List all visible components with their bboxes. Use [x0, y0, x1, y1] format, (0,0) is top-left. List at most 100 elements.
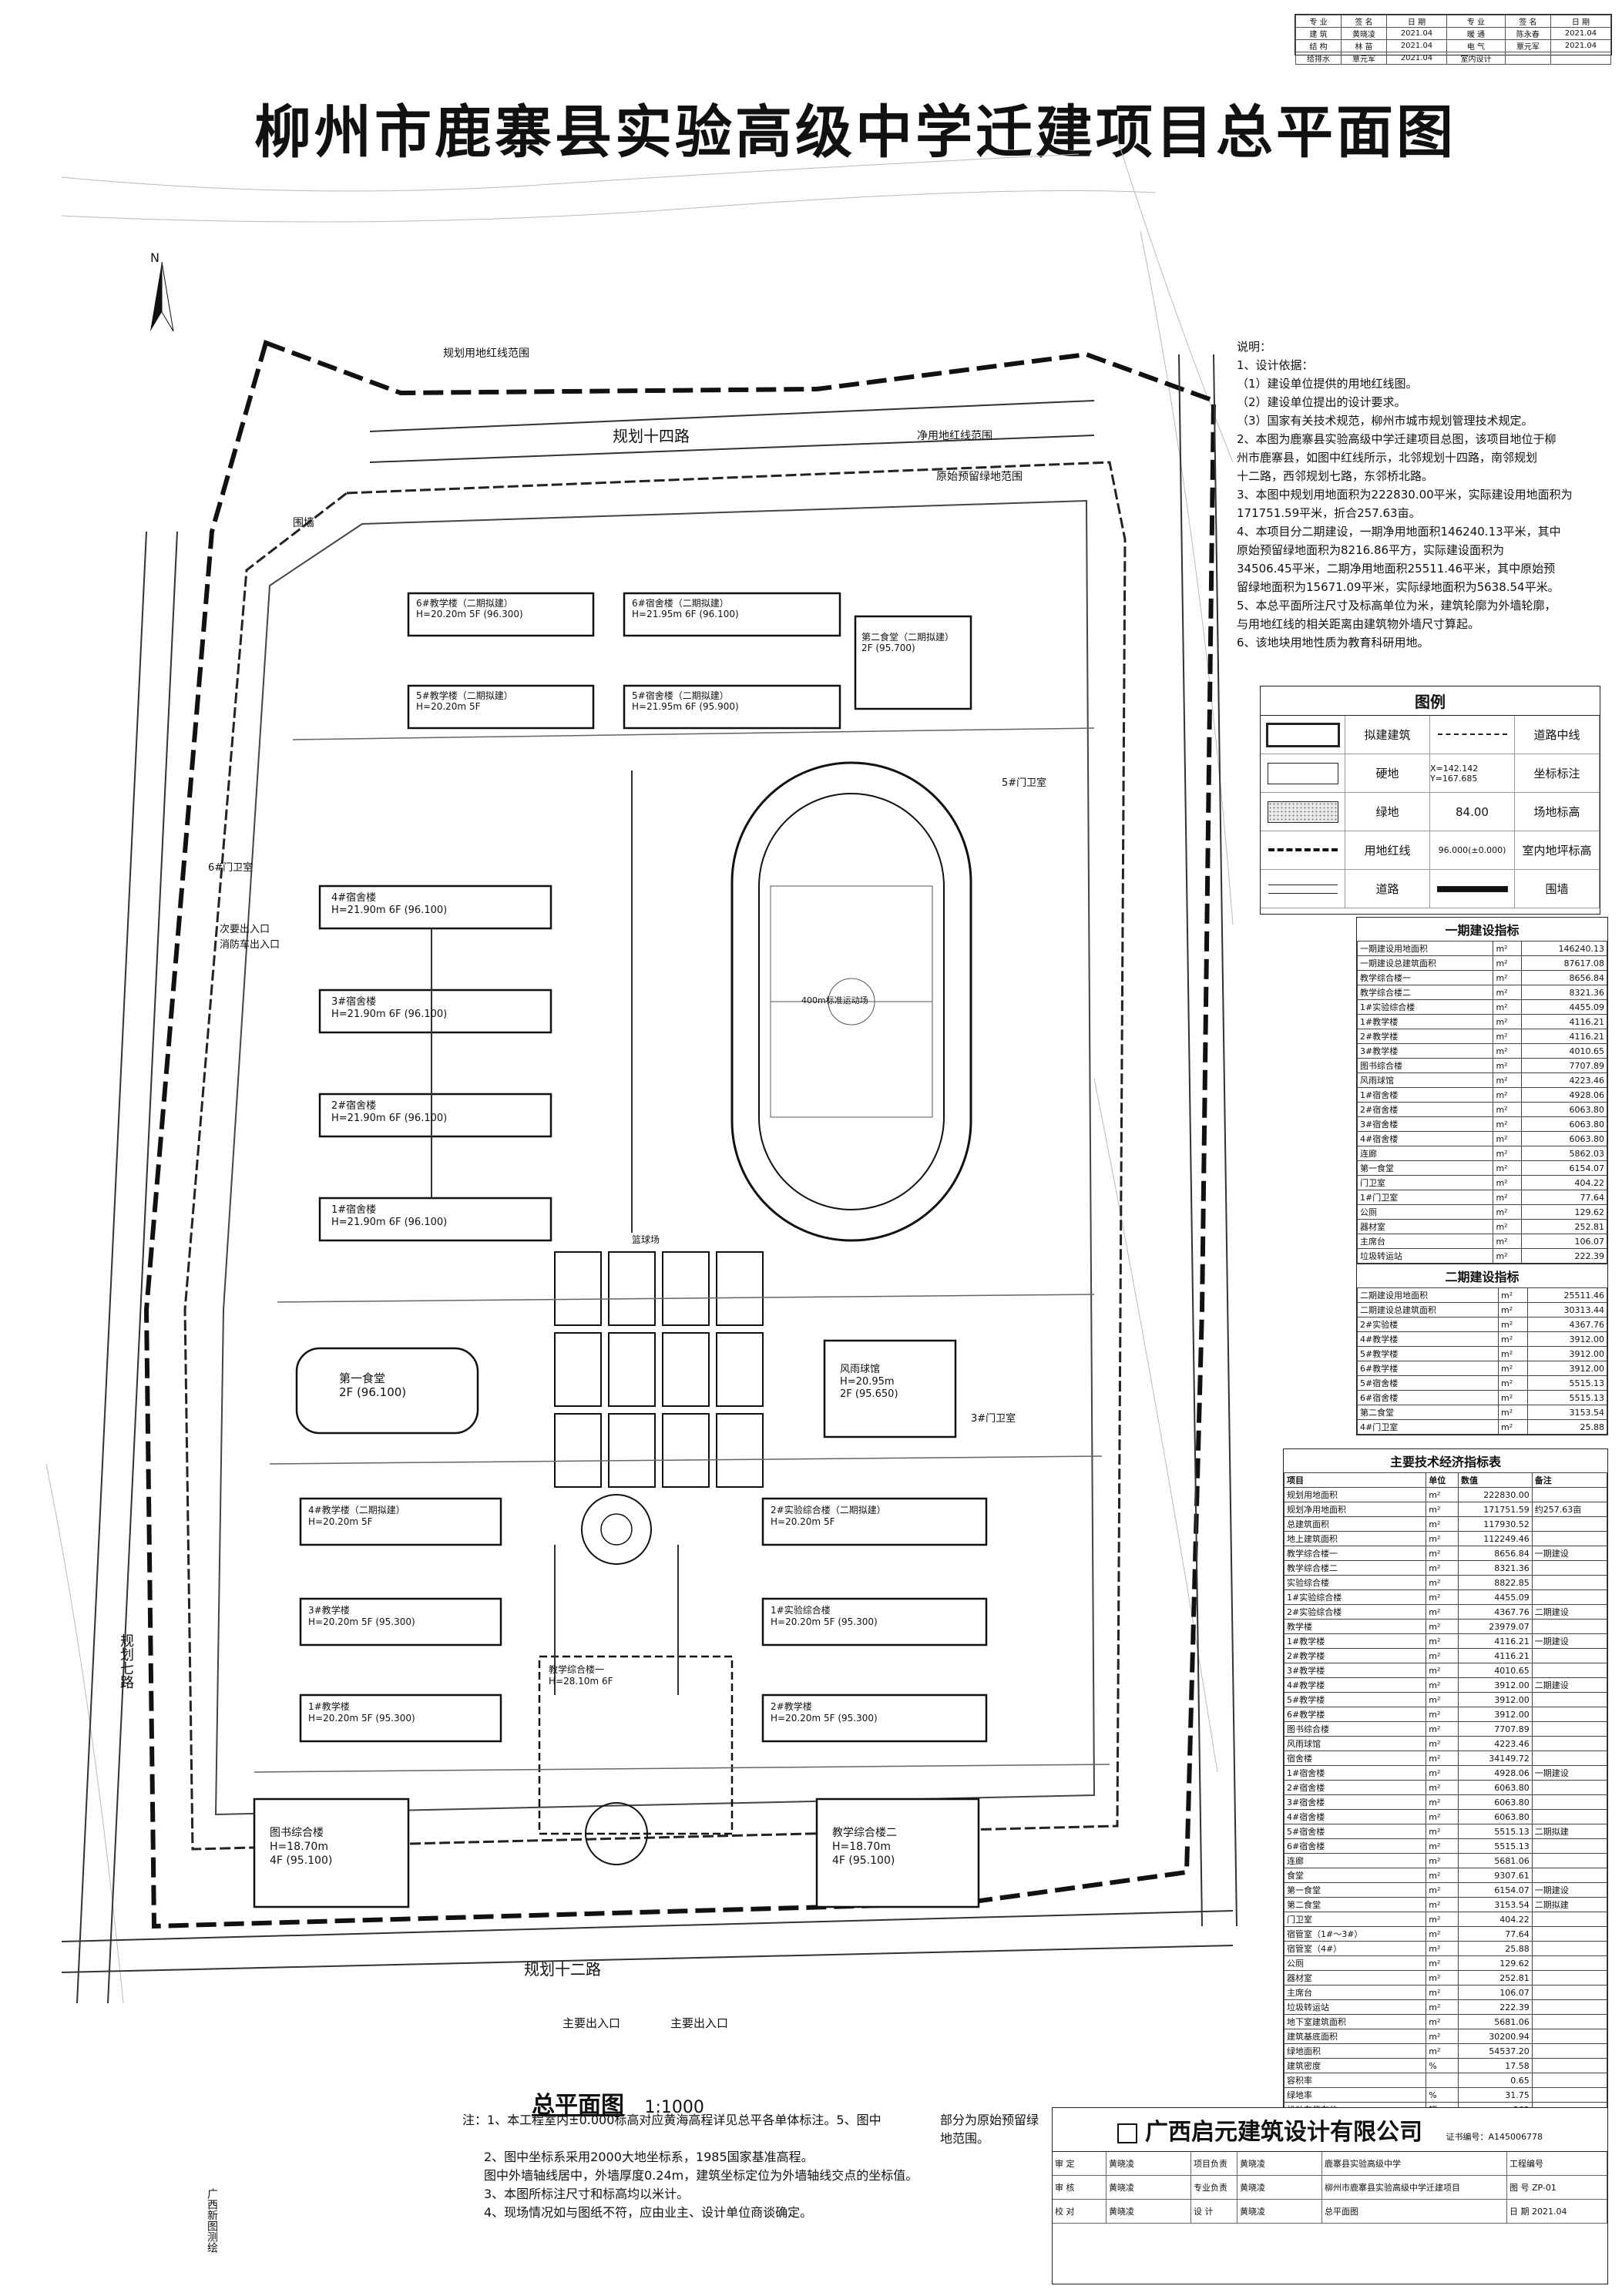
table-cell: m² — [1498, 1317, 1529, 1332]
table-cell: 第二食堂 — [1283, 1897, 1427, 1912]
table-cell — [1531, 1809, 1608, 1824]
table-cell: 容积率 — [1283, 2073, 1427, 2088]
title-block-cell: 黄晓凌 — [1107, 2176, 1191, 2200]
legend-label: 拟建建筑 — [1345, 716, 1430, 754]
table-cell: m² — [1498, 1331, 1529, 1347]
building-t4 — [299, 1497, 502, 1546]
table-cell — [1531, 1751, 1608, 1766]
table-cell: 垃圾转运站 — [1283, 1999, 1427, 2015]
table-cell — [1531, 1619, 1608, 1634]
table-cell: m² — [1493, 1058, 1523, 1073]
table-cell: 1#实验综合楼 — [1356, 999, 1494, 1015]
table-cell: 4#门卫室 — [1356, 1419, 1499, 1435]
building-tc1 — [538, 1655, 734, 1835]
table-cell: 4455.09 — [1521, 999, 1607, 1015]
table-cell: 129.62 — [1458, 1955, 1533, 1971]
table-cell: 252.81 — [1458, 1970, 1533, 1986]
title-block-cell: 工程编号 — [1507, 2152, 1607, 2176]
table-cell: 2#实验楼 — [1356, 1317, 1499, 1332]
table-cell: m² — [1493, 1072, 1523, 1088]
table-cell: 2#宿舍楼 — [1283, 1780, 1427, 1795]
table-cell: m² — [1498, 1419, 1529, 1435]
table-cell — [1531, 2043, 1608, 2059]
sign-header-cell: 日 期 — [1385, 15, 1448, 28]
table-cell: 教学综合楼二 — [1356, 985, 1494, 1000]
sign-cell: 黄晓凌 — [1340, 27, 1387, 40]
label-d7: 5#宿舍楼（二期拟建）H=21.95m 6F (95.900) — [632, 690, 739, 712]
header-cell: 项目 — [1283, 1472, 1427, 1488]
table-cell: 4#教学楼 — [1356, 1331, 1499, 1347]
label-d8: 6#宿舍楼（二期拟建）H=21.95m 6F (96.100) — [632, 598, 739, 619]
table-cell: 一期建设总建筑面积 — [1356, 955, 1494, 971]
sign-cell: 覃元军 — [1504, 39, 1551, 52]
table-cell: 门卫室 — [1356, 1175, 1494, 1190]
note-line: 6、该地块用地性质为教育科研用地。 — [1237, 636, 1429, 650]
table-cell: m² — [1426, 1780, 1459, 1795]
table-cell: m² — [1493, 985, 1523, 1000]
table-cell: 4116.21 — [1458, 1648, 1533, 1663]
table-cell: 222.39 — [1521, 1248, 1607, 1264]
basketball-label: 篮球场 — [632, 1234, 660, 1245]
table-cell: 7707.89 — [1458, 1721, 1533, 1737]
table-cell: m² — [1426, 1985, 1459, 2000]
table-cell — [1531, 1560, 1608, 1576]
table-cell: m² — [1493, 941, 1523, 956]
table-cell: 6063.80 — [1521, 1102, 1607, 1117]
table-cell: 222.39 — [1458, 1999, 1533, 2015]
secondary-entry-label: 次要出入口 — [220, 924, 270, 935]
table-cell: m² — [1493, 1160, 1523, 1176]
table-cell — [1531, 1692, 1608, 1707]
table-cell: 5681.06 — [1458, 2014, 1533, 2029]
table-cell: 6063.80 — [1458, 1809, 1533, 1824]
legend-sample: X=142.142 Y=167.685 — [1430, 754, 1515, 793]
table-cell: m² — [1426, 1604, 1459, 1620]
boundary-label-green: 原始预留绿地范围 — [936, 471, 1023, 483]
label-t4: 4#教学楼（二期拟建）H=20.20m 5F — [308, 1505, 405, 1527]
table-cell: 二期建设 — [1531, 1677, 1608, 1693]
sign-cell: 暖 通 — [1446, 27, 1506, 40]
table-cell: 5515.13 — [1458, 1824, 1533, 1839]
title-block-cell: 审 定 — [1053, 2152, 1107, 2176]
table-cell: m² — [1426, 1751, 1459, 1766]
table-cell: 117930.52 — [1458, 1516, 1533, 1532]
table-cell: 教学综合楼二 — [1283, 1560, 1427, 1576]
table-cell: 6063.80 — [1521, 1116, 1607, 1132]
title-block: 广西启元建筑设计有限公司 证书编号：A145006778 审 定黄晓凌项目负责黄… — [1052, 2107, 1608, 2284]
title-block-cell: 黄晓凌 — [1107, 2152, 1191, 2176]
table-cell: m² — [1498, 1361, 1529, 1376]
table-cell: 6#宿舍楼 — [1356, 1390, 1499, 1405]
table-cell: 主席台 — [1356, 1234, 1494, 1249]
company-logo-icon — [1117, 2123, 1138, 2143]
table-cell: m² — [1426, 1912, 1459, 1927]
title-block-cell: 柳州市鹿寨县实验高级中学迁建项目 — [1322, 2176, 1507, 2200]
road-label-west: 规划七路 — [118, 1633, 134, 1689]
sign-cell: 2021.04 — [1385, 52, 1448, 65]
table-cell: 6063.80 — [1521, 1131, 1607, 1146]
note-line: 3、本图中规划用地面积为222830.00平米，实际建设用地面积为 — [1237, 488, 1573, 502]
table-cell — [1531, 1941, 1608, 1956]
header-cell: 备注 — [1531, 1472, 1608, 1488]
table-cell: 地上建筑面积 — [1283, 1531, 1427, 1546]
legend-label: 绿地 — [1345, 793, 1430, 831]
table-cell: 404.22 — [1521, 1175, 1607, 1190]
table-cell: m² — [1493, 1146, 1523, 1161]
table-cell: m² — [1493, 1234, 1523, 1249]
sign-cell — [1550, 52, 1612, 65]
table-cell: 3#教学楼 — [1283, 1663, 1427, 1678]
table-cell: 4223.46 — [1458, 1736, 1533, 1751]
boundary-label-red: 规划用地红线范围 — [443, 347, 529, 360]
table-cell: 77.64 — [1521, 1190, 1607, 1205]
note-line: 1、设计依据： — [1237, 358, 1314, 372]
